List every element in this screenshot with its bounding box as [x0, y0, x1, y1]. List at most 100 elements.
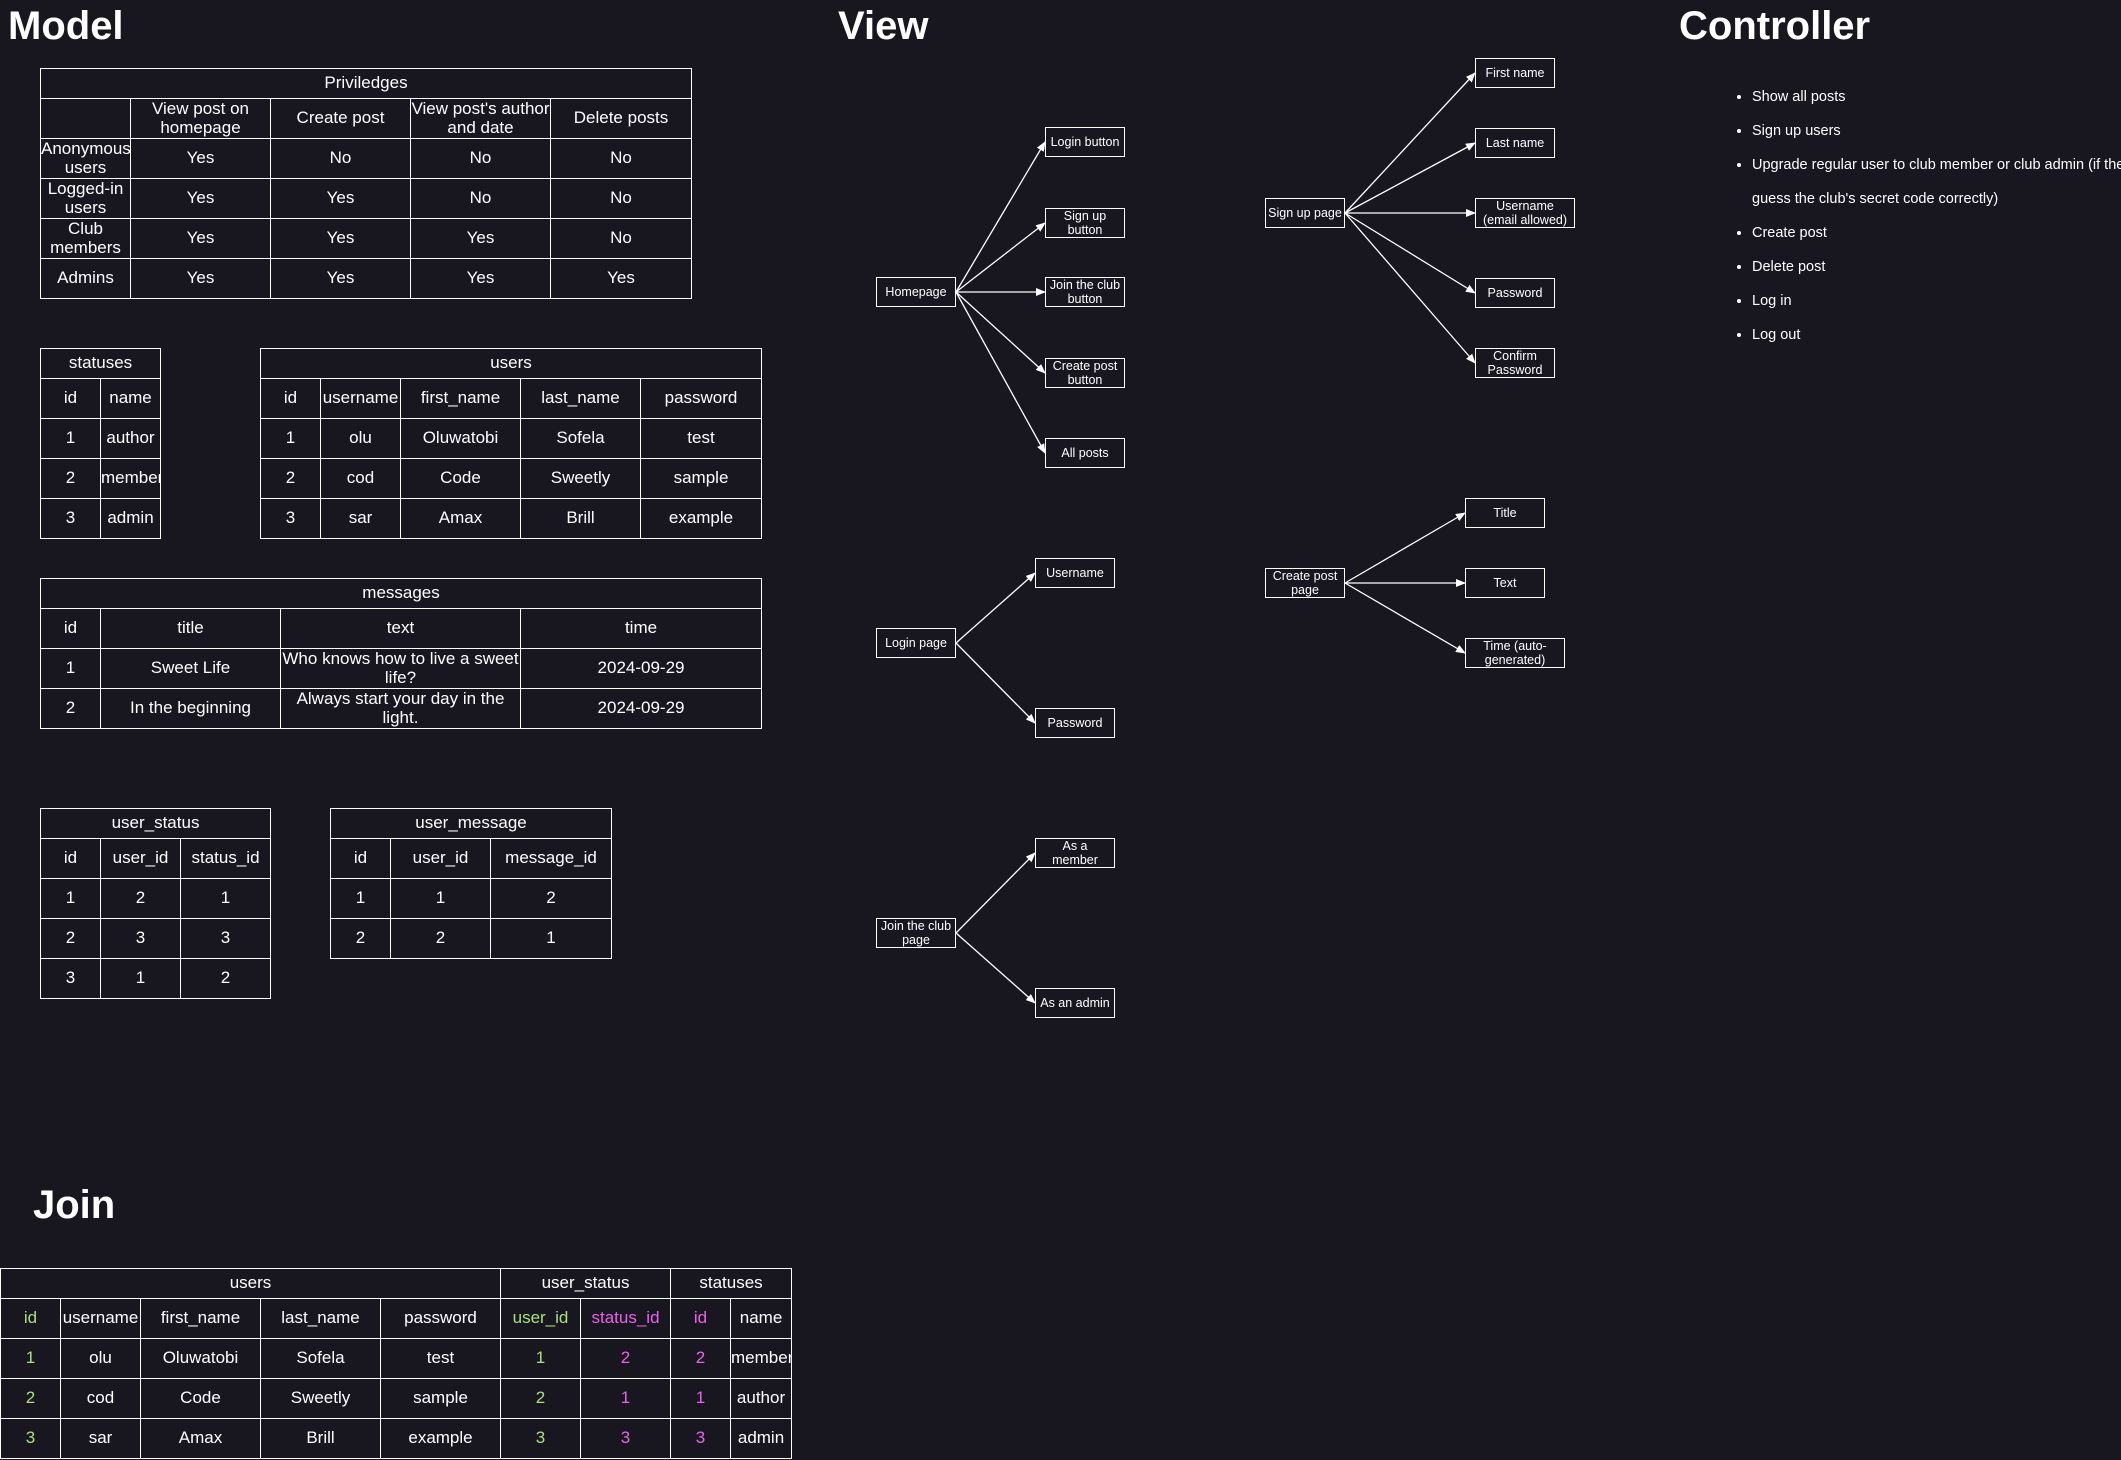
- arrow-join-club-page-to-as-member: [955, 852, 1036, 934]
- model-heading: Model: [8, 4, 124, 48]
- users-header-cell: last_name: [520, 378, 641, 419]
- users-cell: sar: [320, 498, 401, 539]
- user-status-cell: 3: [179, 918, 272, 959]
- controller-list: Show all posts Sign up users Upgrade reg…: [1726, 80, 2121, 352]
- statuses-cell: admin: [100, 498, 161, 539]
- arrow-sign-up-page-to-last-name: [1344, 142, 1476, 214]
- arrow-homepage-to-login-button: [955, 141, 1046, 293]
- privileges-header-cell: Delete posts: [549, 98, 693, 139]
- user-message-header-cell: message_id: [489, 838, 613, 879]
- privileges-cell: Yes: [130, 178, 271, 219]
- messages-cell: In the beginning: [100, 688, 281, 729]
- privileges-cell: No: [410, 178, 551, 219]
- join-cell: Sweetly: [260, 1378, 381, 1419]
- users-table: users id username first_name last_name p…: [260, 348, 762, 539]
- messages-header-cell: title: [100, 608, 281, 649]
- controller-heading: Controller: [1679, 4, 1871, 48]
- users-header-cell: username: [320, 378, 401, 419]
- privileges-header-cell: View post's author and date: [410, 98, 551, 139]
- join-cell: Oluwatobi: [140, 1338, 261, 1379]
- arrow-sign-up-page-to-confirm-password: [1344, 212, 1476, 364]
- controller-item: Sign up users: [1752, 114, 2121, 148]
- users-header-cell: id: [260, 378, 321, 419]
- arrow-homepage-to-create-post-button: [955, 291, 1046, 374]
- join-header-cell: first_name: [140, 1298, 261, 1339]
- login-button-node: Login button: [1045, 127, 1125, 157]
- join-heading: Join: [33, 1183, 116, 1227]
- users-cell: Amax: [400, 498, 521, 539]
- controller-item: Log in: [1752, 284, 2121, 318]
- user-status-cell: 1: [100, 958, 181, 999]
- view-heading: View: [838, 4, 929, 48]
- sign-up-page-node: Sign up page: [1265, 198, 1345, 228]
- messages-table: messages id title text time 1 Sweet Life…: [39, 578, 763, 729]
- arrow-join-club-page-to-as-admin: [955, 932, 1036, 1004]
- join-cell: cod: [60, 1378, 141, 1419]
- join-cell: sample: [380, 1378, 501, 1419]
- statuses-cell: 2: [40, 458, 101, 499]
- user-message-cell: 1: [330, 878, 391, 919]
- messages-header-cell: id: [40, 608, 101, 649]
- statuses-cell: 1: [40, 418, 101, 459]
- user-message-table: user_message id user_id message_id 1 1 2…: [329, 808, 613, 959]
- statuses-cell: 3: [40, 498, 101, 539]
- join-club-button-node: Join the club button: [1045, 277, 1125, 307]
- join-header-cell: status_id: [579, 1298, 672, 1339]
- title-field-node: Title: [1465, 498, 1545, 528]
- arrow-create-post-page-to-title-field: [1344, 512, 1466, 584]
- user-message-header-cell: user_id: [390, 838, 491, 879]
- users-cell: 3: [260, 498, 321, 539]
- user-message-cell: 2: [330, 918, 391, 959]
- user-status-cell: 3: [100, 918, 181, 959]
- privileges-corner-cell: [40, 98, 131, 139]
- join-header-cell: id: [0, 1298, 61, 1339]
- arrow-homepage-to-sign-up-button: [955, 222, 1046, 293]
- users-header-cell: password: [640, 378, 762, 419]
- controller-item: Delete post: [1752, 250, 2121, 284]
- messages-cell: 1: [40, 648, 101, 689]
- login-password-node: Password: [1035, 708, 1115, 738]
- join-cell: 2: [579, 1338, 672, 1379]
- join-cell: 3: [579, 1418, 672, 1459]
- controller-item: Log out: [1752, 318, 2121, 352]
- privileges-cell: Yes: [549, 258, 693, 299]
- privileges-row-label: Logged-in users: [40, 178, 131, 219]
- last-name-node: Last name: [1475, 128, 1555, 158]
- user-status-table: user_status id user_id status_id 1 2 1 2…: [39, 808, 272, 999]
- homepage-node: Homepage: [876, 277, 956, 307]
- join-cell: example: [380, 1418, 501, 1459]
- join-cell: 3: [670, 1418, 732, 1459]
- user-message-cell: 2: [390, 918, 491, 959]
- users-cell: cod: [320, 458, 401, 499]
- user-status-cell: 2: [179, 958, 272, 999]
- join-cell: Code: [140, 1378, 261, 1419]
- join-header-cell: id: [670, 1298, 732, 1339]
- join-cell: author: [730, 1378, 793, 1419]
- signup-username-node: Username (email allowed): [1475, 198, 1575, 228]
- messages-cell: Who knows how to live a sweet life?: [280, 648, 521, 689]
- arrow-sign-up-page-to-first-name: [1344, 72, 1476, 214]
- text-field-node: Text: [1465, 568, 1545, 598]
- messages-cell: 2024-09-29: [519, 688, 763, 729]
- user-message-header-cell: id: [330, 838, 391, 879]
- create-post-button-node: Create post button: [1045, 358, 1125, 388]
- privileges-cell: No: [549, 218, 693, 259]
- user-status-header-cell: user_id: [100, 838, 181, 879]
- join-cell: 1: [670, 1378, 732, 1419]
- sign-up-button-node: Sign up button: [1045, 208, 1125, 238]
- join-header-cell: username: [60, 1298, 141, 1339]
- messages-cell: 2: [40, 688, 101, 729]
- login-username-node: Username: [1035, 558, 1115, 588]
- privileges-cell: No: [549, 138, 693, 179]
- confirm-password-node: Confirm Password: [1475, 348, 1555, 378]
- users-cell: Sweetly: [520, 458, 641, 499]
- users-cell: Code: [400, 458, 521, 499]
- messages-header-cell: time: [519, 608, 763, 649]
- arrow-sign-up-page-to-signup-password: [1344, 212, 1476, 294]
- join-cell: 2: [0, 1378, 61, 1419]
- users-cell: Brill: [520, 498, 641, 539]
- join-cell: 1: [579, 1378, 672, 1419]
- join-table: users user_status statuses id username f…: [0, 1268, 793, 1459]
- users-cell: 1: [260, 418, 321, 459]
